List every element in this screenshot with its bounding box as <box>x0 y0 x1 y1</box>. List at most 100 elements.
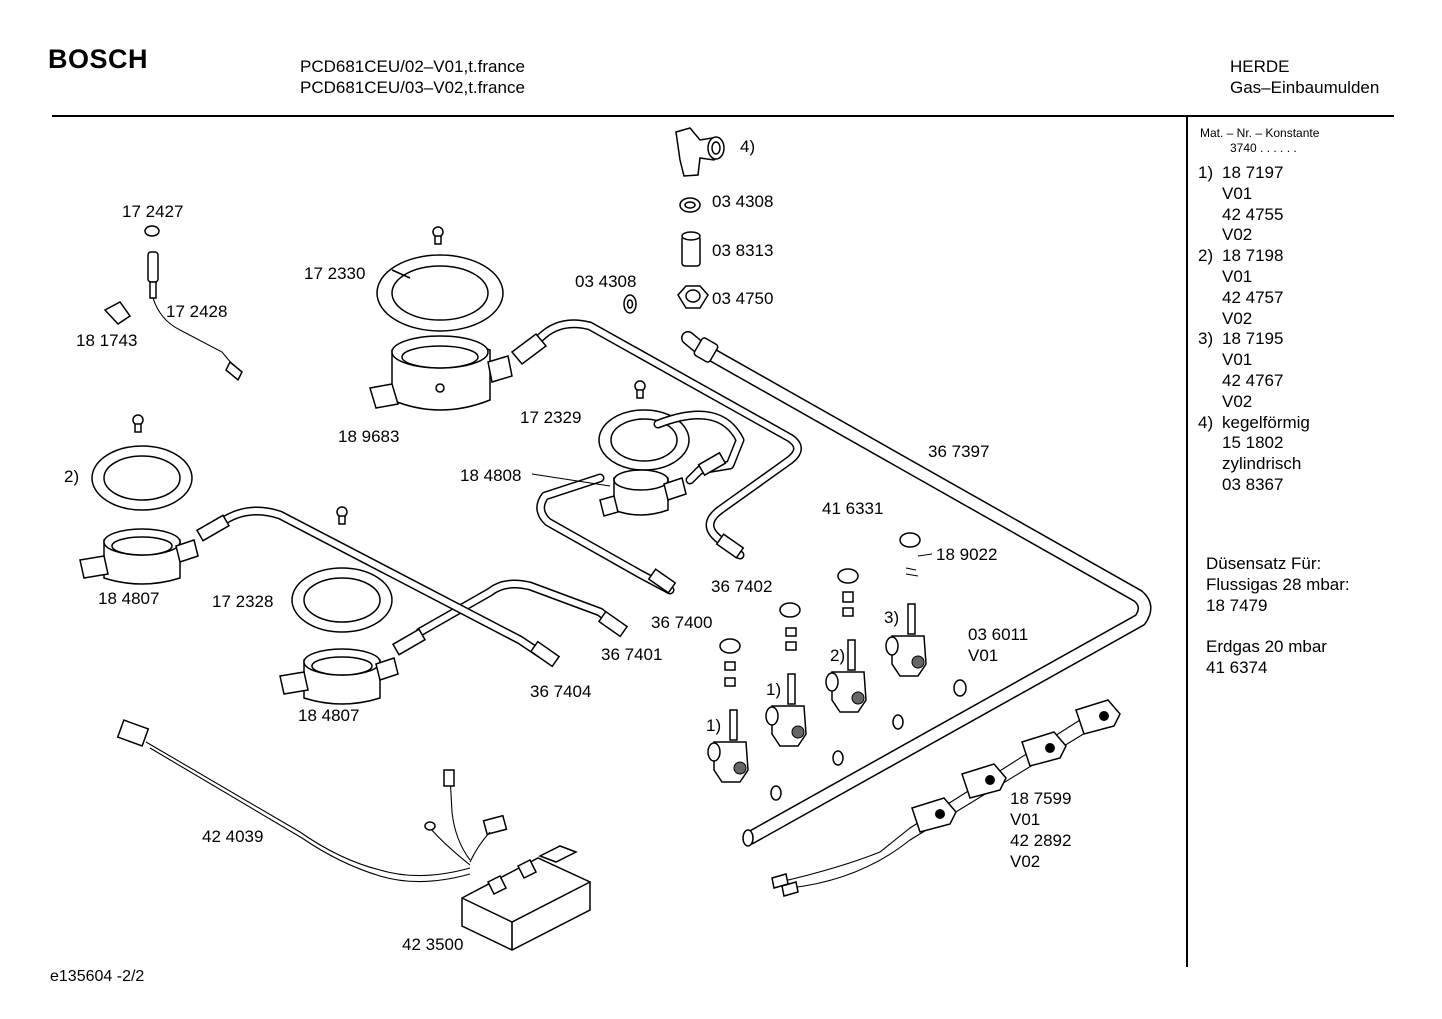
label-424039: 42 4039 <box>202 827 263 846</box>
list-item-text: 18 7198 <box>1222 246 1284 266</box>
label-172428: 17 2428 <box>166 302 227 321</box>
list-item-ref <box>1198 475 1222 496</box>
label-036011: 03 6011 <box>968 625 1028 644</box>
list-item: 2) 18 7198 <box>1198 246 1310 267</box>
nipple-connector <box>681 231 701 267</box>
list-item: 42 4767 <box>1198 371 1310 392</box>
list-item-ref: 2) <box>1198 246 1214 266</box>
label-v01-036011: V01 <box>968 646 998 665</box>
spark-generator <box>461 845 591 951</box>
list-item-ref <box>1198 392 1222 413</box>
label-367401: 36 7401 <box>601 645 662 664</box>
label-034308-left: 03 4308 <box>575 272 636 291</box>
list-item: 1) 18 7197 <box>1198 163 1310 184</box>
list-item: V02 <box>1198 392 1310 413</box>
brand-logo: BOSCH <box>48 44 149 74</box>
nozzle-line: Flussigas 28 mbar: <box>1206 574 1350 594</box>
label-423500: 42 3500 <box>402 935 463 954</box>
model-numbers: PCD681CEU/02–V01,t.france PCD681CEU/03–V… <box>300 56 525 98</box>
list-item-text: 18 7195 <box>1222 329 1284 349</box>
list-item: 3) 18 7195 <box>1198 329 1310 350</box>
leader-lines <box>531 473 933 557</box>
gas-tap-3 <box>885 603 927 677</box>
burner-large <box>369 226 513 411</box>
list-item: 03 8367 <box>1198 475 1310 496</box>
list-item: V02 <box>1198 225 1310 246</box>
nozzle-set-info: Düsensatz Für: Flussigas 28 mbar: 18 747… <box>1206 554 1350 679</box>
nozzle-line: 41 6374 <box>1206 657 1268 677</box>
gas-tap-2 <box>825 639 867 713</box>
label-v02-422892: V02 <box>1010 852 1040 871</box>
list-item: V01 <box>1198 267 1310 288</box>
label-184807-bottom: 18 4807 <box>298 706 359 725</box>
label-034308-right: 03 4308 <box>712 192 773 211</box>
ignition-switch-harness <box>771 699 1121 897</box>
label-v01-187599: V01 <box>1010 810 1040 829</box>
nozzle-line: Erdgas 20 mbar <box>1206 637 1327 657</box>
list-item-ref <box>1198 309 1222 330</box>
thermocouple <box>103 225 243 382</box>
list-item-ref: 1) <box>1198 163 1214 182</box>
list-item: V01 <box>1198 350 1310 371</box>
list-item-text: V01 <box>1222 350 1253 370</box>
label-ref-2-left: 2) <box>64 467 79 486</box>
small-seal <box>623 294 637 314</box>
nozzle-line: Düsensatz Für: <box>1206 554 1322 573</box>
label-034750: 03 4750 <box>712 289 773 308</box>
list-item-text: 42 4767 <box>1222 370 1284 390</box>
label-172427: 17 2427 <box>122 202 183 221</box>
category-line-1: HERDE <box>1230 57 1290 76</box>
list-item-text: 18 7197 <box>1222 163 1284 182</box>
angle-fitting <box>675 127 725 177</box>
list-item-text: kegelförmig <box>1222 412 1310 432</box>
list-item-text: 42 4755 <box>1222 204 1284 224</box>
label-367400: 36 7400 <box>651 613 712 632</box>
list-item-ref <box>1198 205 1222 226</box>
gas-taps <box>707 603 927 783</box>
label-187599: 18 7599 <box>1010 789 1071 808</box>
sidebar-header-line-2: 3740 . . . . . . <box>1230 141 1297 155</box>
list-item: V01 <box>1198 184 1310 205</box>
sidebar-header: Mat. – Nr. – Konstante 3740 . . . . . . <box>1200 126 1319 156</box>
sealing-ring <box>679 197 701 213</box>
header-divider <box>52 115 1394 117</box>
label-184808: 18 4808 <box>460 466 521 485</box>
list-item: 42 4757 <box>1198 288 1310 309</box>
list-item-ref: 3) <box>1198 329 1214 349</box>
label-367404: 36 7404 <box>530 682 591 701</box>
label-367402: 36 7402 <box>711 577 772 596</box>
model-line-2: PCD681CEU/03–V02,t.france <box>300 78 525 97</box>
label-416331: 41 6331 <box>822 499 883 518</box>
label-181743: 18 1743 <box>76 331 137 350</box>
list-item-ref <box>1198 433 1222 454</box>
list-item-ref <box>1198 184 1222 205</box>
list-item-ref <box>1198 350 1222 371</box>
main-gas-pipe <box>681 331 1152 847</box>
list-item-text: 42 4757 <box>1222 287 1284 307</box>
list-item-ref <box>1198 371 1222 392</box>
list-item: 42 4755 <box>1198 205 1310 226</box>
label-422892: 42 2892 <box>1010 831 1071 850</box>
part-labels: 17 2427 17 2428 18 1743 17 2330 18 9683 … <box>64 137 1071 954</box>
burner-medium-center <box>598 380 690 517</box>
list-item-text: V02 <box>1222 225 1253 245</box>
product-category: HERDE Gas–Einbaumulden <box>1230 56 1379 98</box>
hex-nut <box>677 285 709 309</box>
list-item-text: V02 <box>1222 391 1253 411</box>
burner-left <box>79 414 199 585</box>
label-189022: 18 9022 <box>936 545 997 564</box>
label-038313: 03 8313 <box>712 241 773 260</box>
label-ref-1-right: 1) <box>766 680 781 699</box>
nozzle-line: 18 7479 <box>1206 595 1268 615</box>
wiring-harness <box>116 719 508 883</box>
label-ref-1-left: 1) <box>706 716 721 735</box>
category-line-2: Gas–Einbaumulden <box>1230 78 1380 97</box>
label-ref-2-tap: 2) <box>830 646 845 665</box>
list-item-text: V01 <box>1222 266 1253 286</box>
label-ref-4: 4) <box>740 137 755 156</box>
list-item-text: 03 8367 <box>1222 474 1284 494</box>
list-item: zylindrisch <box>1198 454 1310 475</box>
list-item-text: 15 1802 <box>1222 433 1284 453</box>
list-item-ref <box>1198 225 1222 246</box>
gas-tap-1-right <box>765 673 807 747</box>
